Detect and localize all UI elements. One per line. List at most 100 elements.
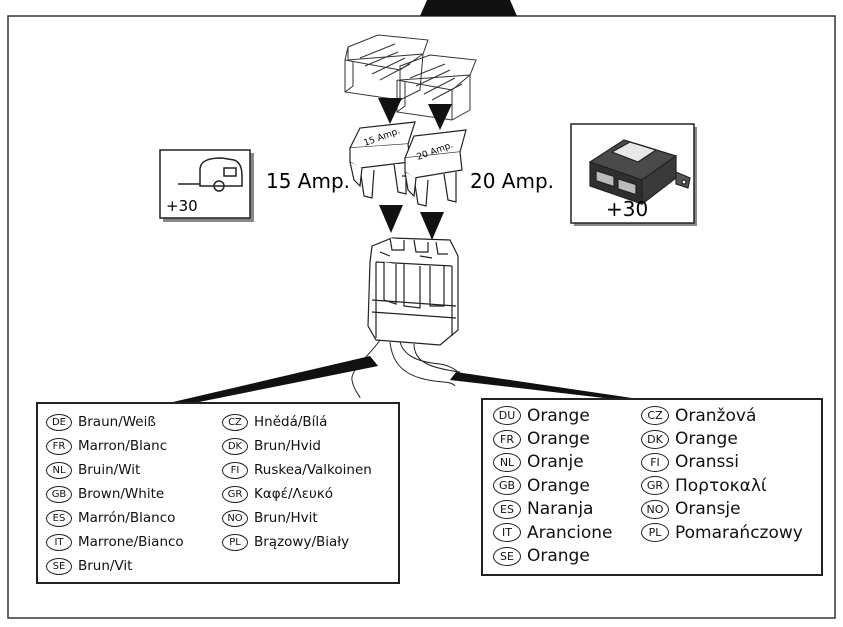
legend-item: NO Oransje xyxy=(641,498,803,521)
module-plus30: +30 xyxy=(606,197,648,221)
color-name: Brown/White xyxy=(78,486,165,502)
callout-wedge-left xyxy=(160,356,378,405)
arrow-cap2-to-fuse2 xyxy=(428,104,452,130)
country-code-badge: IT xyxy=(46,533,72,551)
country-code-badge: PL xyxy=(222,533,248,551)
color-name: Brun/Vit xyxy=(78,558,133,574)
country-code-badge: FI xyxy=(222,461,248,479)
color-name: Brun/Hvit xyxy=(254,510,318,526)
control-module-icon xyxy=(588,139,691,206)
country-code-badge: DU xyxy=(493,406,521,426)
label-20amp: 20 Amp. xyxy=(470,169,554,193)
caravan-icon xyxy=(178,157,243,192)
country-code-badge: DE xyxy=(46,413,72,431)
color-name: Brun/Hvid xyxy=(254,438,321,454)
legend-item: CZ Hnědá/Bílá xyxy=(222,410,372,434)
country-code-badge: CZ xyxy=(641,406,669,426)
legend-item: DE Braun/Weiß xyxy=(46,410,184,434)
color-name: Bruin/Wit xyxy=(78,462,141,478)
color-name: Hnědá/Bílá xyxy=(254,414,328,430)
color-name: Orange xyxy=(527,475,590,496)
legend-item: IT Arancione xyxy=(493,521,613,544)
country-code-badge: ES xyxy=(493,499,521,519)
color-name: Pomarańczowy xyxy=(675,522,803,543)
country-code-badge: DK xyxy=(641,429,669,449)
country-code-badge: NL xyxy=(493,452,521,472)
legend-item: ES Marrón/Blanco xyxy=(46,506,184,530)
country-code-badge: FR xyxy=(46,437,72,455)
color-name: Orange xyxy=(527,429,590,450)
label-15amp: 15 Amp. xyxy=(266,169,350,193)
color-name: Πορτοκαλί xyxy=(675,475,767,496)
color-name: Oransje xyxy=(675,499,741,520)
country-code-badge: GR xyxy=(641,476,669,496)
country-code-badge: NO xyxy=(222,509,248,527)
wires xyxy=(351,339,463,399)
color-name: Brązowy/Biały xyxy=(254,534,350,550)
legend-item: DK Brun/Hvid xyxy=(222,434,372,458)
legend-item: NO Brun/Hvit xyxy=(222,506,372,530)
color-name: Καφέ/Λευκό xyxy=(254,486,334,502)
color-name: Orange xyxy=(675,429,738,450)
legend-item: FI Ruskea/Valkoinen xyxy=(222,458,372,482)
color-name: Oranžová xyxy=(675,405,757,426)
arrow-fuse2-to-holder xyxy=(420,212,444,240)
color-name: Marrón/Blanco xyxy=(78,510,176,526)
top-tab xyxy=(420,0,517,16)
legend-item: FR Orange xyxy=(493,427,613,450)
country-code-badge: SE xyxy=(493,546,521,566)
country-code-badge: FR xyxy=(493,429,521,449)
color-name: Arancione xyxy=(527,522,613,543)
legend-right-col2: CZ Oranžová DK Orange FI Oranssi GR Πορτοκαλ… xyxy=(641,404,803,544)
legend-item: FR Marron/Blanc xyxy=(46,434,184,458)
fuse-20a xyxy=(404,129,467,207)
color-name: Oranssi xyxy=(675,452,739,473)
legend-item: ES Naranja xyxy=(493,498,613,521)
fuse-holder-connector xyxy=(367,237,459,346)
country-code-badge: NO xyxy=(641,499,669,519)
color-name: Oranje xyxy=(527,452,584,473)
country-code-badge: DK xyxy=(222,437,248,455)
country-code-badge: GB xyxy=(46,485,72,503)
legend-item: GR Πορτοκαλί xyxy=(641,474,803,497)
color-name: Ruskea/Valkoinen xyxy=(254,462,372,478)
legend-item: IT Marrone/Bianco xyxy=(46,530,184,554)
country-code-badge: CZ xyxy=(222,413,248,431)
country-code-badge: PL xyxy=(641,523,669,543)
legend-item: CZ Oranžová xyxy=(641,404,803,427)
legend-item: PL Brązowy/Biały xyxy=(222,530,372,554)
legend-item: GR Καφέ/Λευκό xyxy=(222,482,372,506)
country-code-badge: NL xyxy=(46,461,72,479)
legend-item: FI Oranssi xyxy=(641,451,803,474)
legend-left-col2: CZ Hnědá/Bílá DK Brun/Hvid FI Ruskea/Valkoi… xyxy=(222,410,372,554)
country-code-badge: GR xyxy=(222,485,248,503)
country-code-badge: FI xyxy=(641,452,669,472)
legend-item: NL Oranje xyxy=(493,451,613,474)
fuse-cover-caps xyxy=(344,34,477,121)
color-name: Marrone/Bianco xyxy=(78,534,184,550)
arrow-cap1-to-fuse1 xyxy=(378,98,402,124)
color-name: Braun/Weiß xyxy=(78,414,156,430)
country-code-badge: IT xyxy=(493,523,521,543)
legend-item: DK Orange xyxy=(641,427,803,450)
caravan-plus30: +30 xyxy=(166,197,198,215)
color-name: Naranja xyxy=(527,499,594,520)
country-code-badge: ES xyxy=(46,509,72,527)
legend-item: PL Pomarańczowy xyxy=(641,521,803,544)
callout-wedge-right xyxy=(450,372,632,398)
legend-item: DU Orange xyxy=(493,404,613,427)
legend-item: SE Orange xyxy=(493,544,613,567)
color-name: Orange xyxy=(527,405,590,426)
legend-item: GB Brown/White xyxy=(46,482,184,506)
color-name: Marron/Blanc xyxy=(78,438,168,454)
caravan-box xyxy=(159,149,251,219)
arrow-fuse1-to-holder xyxy=(379,205,403,233)
legend-item: NL Bruin/Wit xyxy=(46,458,184,482)
color-name: Orange xyxy=(527,546,590,567)
